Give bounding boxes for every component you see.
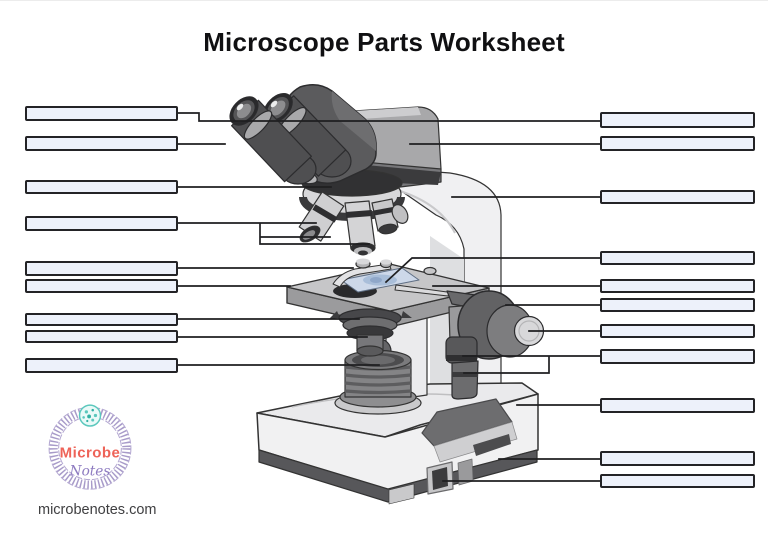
worksheet-title: Microscope Parts Worksheet [203,27,565,57]
answer-box-left-5[interactable] [25,261,178,276]
answer-box-right-2[interactable] [600,136,755,151]
answer-box-right-1[interactable] [600,112,755,128]
answer-box-right-3[interactable] [600,190,755,204]
logo-text-notes: Notes [69,464,111,480]
objective-lenses [298,191,409,256]
microbe-icon [78,404,102,427]
dimmer-slot [473,434,511,456]
answer-box-left-3[interactable] [25,180,178,194]
answer-box-right-7[interactable] [600,324,755,338]
website-text: microbenotes.com [38,502,157,518]
answer-box-left-6[interactable] [25,279,178,293]
answer-box-right-10[interactable] [600,451,755,466]
answer-box-left-7[interactable] [25,313,178,326]
illuminator [334,349,422,415]
answer-box-right-11[interactable] [600,474,755,488]
answer-box-left-8[interactable] [25,330,178,343]
focus-knobs [445,290,545,400]
answer-box-right-5[interactable] [600,279,755,293]
microbe-notes-logo: Microbe Notes [48,404,132,490]
answer-box-left-9[interactable] [25,358,178,373]
leader-lines [177,112,601,482]
answer-box-right-4[interactable] [600,251,755,265]
answer-box-right-9[interactable] [600,398,755,413]
answer-box-left-4[interactable] [25,216,178,231]
answer-box-left-1[interactable] [25,106,178,121]
answer-box-left-2[interactable] [25,136,178,151]
logo-text-microbe: Microbe [60,444,121,461]
slide [340,267,420,293]
answer-box-right-8[interactable] [600,349,755,364]
power-switch [426,458,474,495]
answer-box-right-6[interactable] [600,298,755,312]
